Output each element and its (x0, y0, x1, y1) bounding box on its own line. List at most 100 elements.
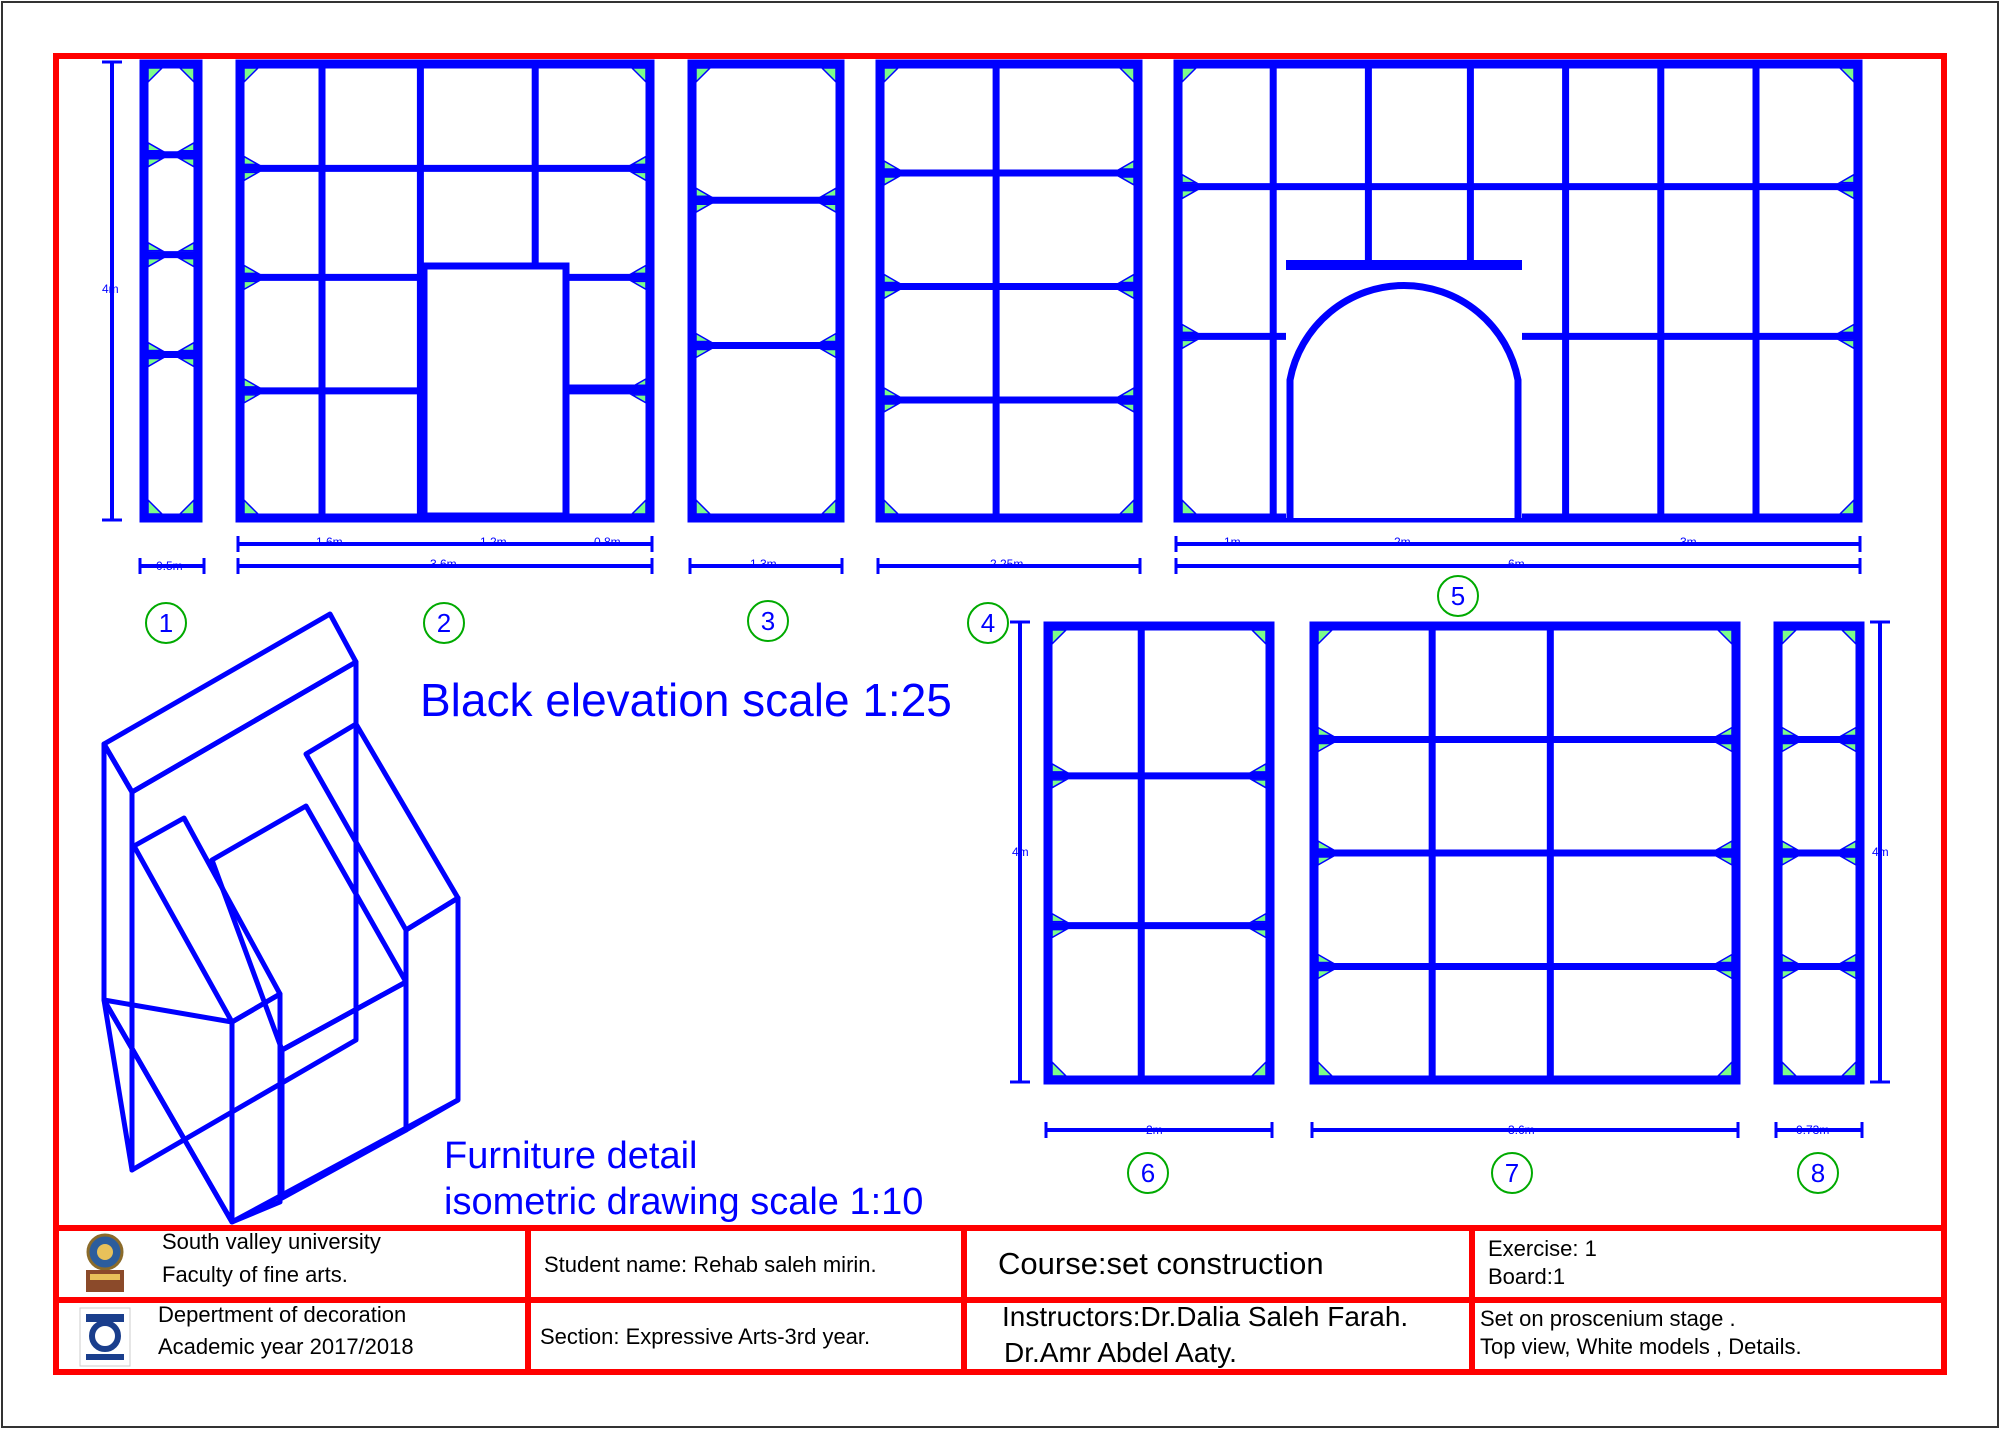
corner-block (243, 280, 261, 291)
corner-block (1781, 726, 1799, 737)
corner-block (1181, 173, 1199, 184)
corner-block (1249, 779, 1267, 790)
corner-block (1051, 629, 1068, 646)
dim-f1-height: 4m (102, 282, 119, 296)
dim-f5-b: 2m (1394, 535, 1411, 549)
corner-block (1051, 779, 1069, 790)
corner-block (1317, 856, 1335, 867)
flat-number-label: 5 (1451, 581, 1465, 611)
flat-5-arch-header (1286, 260, 1522, 270)
corner-block (630, 498, 647, 515)
corner-block (177, 357, 195, 368)
corner-block (1317, 953, 1335, 964)
furniture-title-line-1: Furniture detail (444, 1135, 697, 1177)
corner-block (243, 155, 261, 166)
flat-number-circle (967, 602, 1009, 644)
corner-block (820, 498, 837, 515)
isometric-armchair (101, 611, 461, 1225)
flat-number-label: 3 (761, 606, 775, 636)
corner-block (147, 141, 165, 152)
flat-number-label: 8 (1811, 1158, 1825, 1188)
faculty-logo (79, 1307, 131, 1367)
corner-block (1117, 273, 1135, 284)
corner-block (1837, 339, 1855, 350)
description-line-1: Set on proscenium stage . (1480, 1306, 1736, 1331)
corner-block (177, 158, 195, 169)
corner-block (695, 203, 713, 214)
corner-block (177, 257, 195, 268)
corner-block (819, 332, 837, 343)
dim-f4-width: 2.25m (990, 557, 1023, 571)
corner-block (1838, 67, 1855, 84)
corner-block (1317, 1060, 1334, 1077)
corner-block (1781, 953, 1799, 964)
corner-block (1249, 762, 1267, 773)
flat-number-circle (1491, 1152, 1533, 1194)
chair-left-arm-front (229, 991, 283, 1225)
faculty-name: Faculty of fine arts. (162, 1262, 348, 1287)
corner-block (243, 394, 261, 405)
flat-number-circle (1797, 1152, 1839, 1194)
flat-number-circle (1437, 575, 1479, 617)
title-block: South valley university Faculty of fine … (53, 1225, 1947, 1375)
corner-block (1051, 762, 1069, 773)
dim-f5-a: 1m (1224, 535, 1241, 549)
flat-2-door-opening (420, 262, 570, 520)
department-name: Depertment of decoration (158, 1302, 406, 1327)
dim-f2-a: 1.6m (316, 535, 343, 549)
elevation-title: Black elevation scale 1:25 (420, 674, 952, 726)
corner-block (1840, 1060, 1857, 1077)
corner-block (629, 394, 647, 405)
corner-block (1249, 928, 1267, 939)
chair-backrest-top (101, 611, 359, 795)
corner-block (819, 186, 837, 197)
corner-block (177, 241, 195, 252)
flat-number-circle (423, 602, 465, 644)
dimension-lines (102, 60, 1890, 1138)
dim-f2-total: 3.6m (430, 557, 457, 571)
flat-number-circle (145, 602, 187, 644)
flat-5-arch-opening (1286, 281, 1522, 518)
corner-block (147, 67, 164, 84)
corner-block (1781, 742, 1799, 753)
corner-block (1837, 173, 1855, 184)
corner-block (1715, 742, 1733, 753)
corner-block (1837, 189, 1855, 200)
chair-base-edge (101, 998, 235, 1224)
corner-block (1051, 912, 1069, 923)
chair-back-face (129, 659, 359, 1173)
dim-f7-width: 3.6m (1508, 1123, 1535, 1137)
corner-block (147, 341, 165, 352)
corner-block (178, 498, 195, 515)
corner-block (1118, 67, 1135, 84)
corner-block (695, 498, 712, 515)
corner-block (147, 498, 164, 515)
corner-block (243, 171, 261, 182)
corner-block (819, 203, 837, 214)
corner-block (147, 357, 165, 368)
course-name: Course:set construction (998, 1246, 1324, 1281)
section-name: Section: Expressive Arts-3rd year. (540, 1324, 870, 1349)
corner-block (630, 67, 647, 84)
flat-number-label: 6 (1141, 1158, 1155, 1188)
instructor-2: Dr.Amr Abdel Aaty. (1004, 1337, 1237, 1368)
university-name: South valley university (162, 1229, 381, 1254)
corner-block (695, 332, 713, 343)
flat-number-circle (747, 600, 789, 642)
corner-block (883, 498, 900, 515)
dim-f2-b: 1.2m (480, 535, 507, 549)
corner-block (883, 289, 901, 300)
corner-block (1250, 629, 1267, 646)
corner-block (1840, 629, 1857, 646)
corner-block (883, 403, 901, 414)
corner-block (1839, 839, 1857, 850)
corner-block (1249, 912, 1267, 923)
corner-block (1317, 629, 1334, 646)
corner-block (177, 141, 195, 152)
corner-block (1317, 969, 1335, 980)
furniture-title-line-2: isometric drawing scale 1:10 (444, 1181, 923, 1223)
corner-block (1781, 839, 1799, 850)
